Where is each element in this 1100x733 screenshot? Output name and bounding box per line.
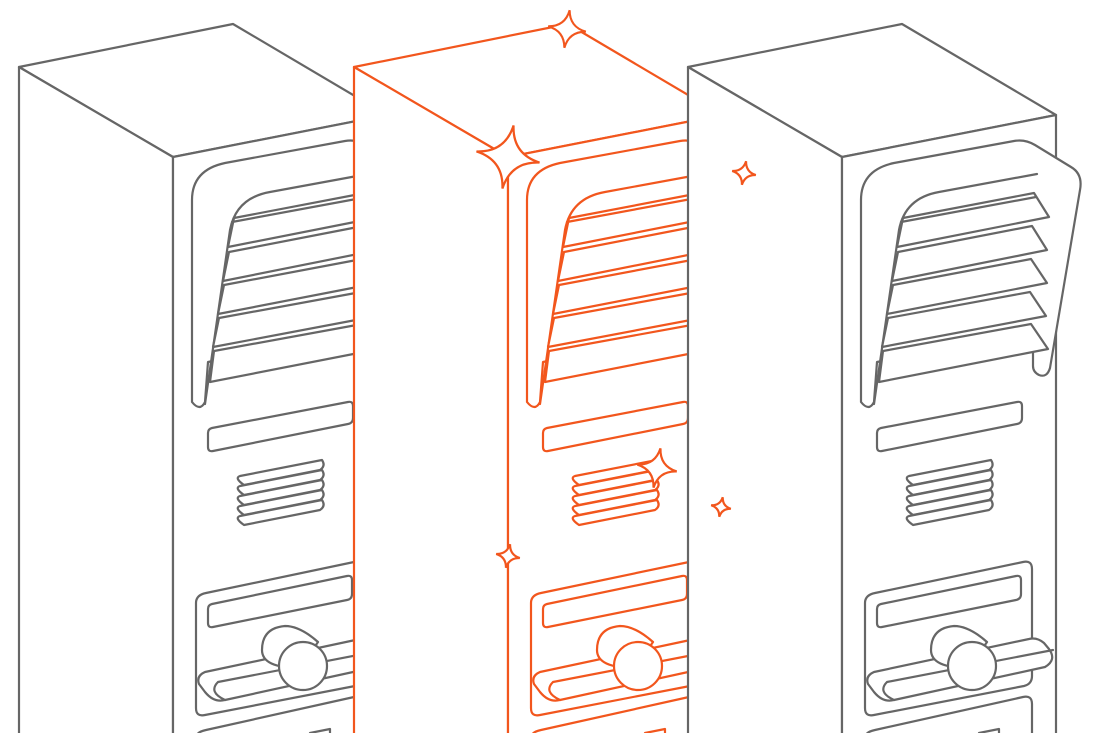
- locker-left: [17, 22, 413, 733]
- locker-right: [686, 22, 1082, 733]
